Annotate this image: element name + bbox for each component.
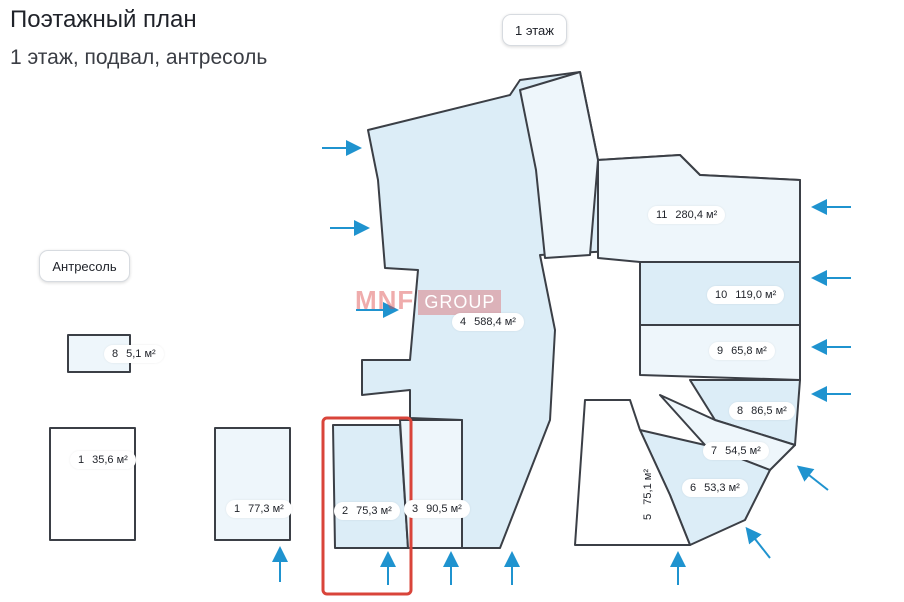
room-3-area [399,419,463,549]
corridor [519,71,599,259]
room-2-area [332,424,409,549]
floor-selector-button[interactable]: 1 этаж [502,14,567,46]
page-subtitle: 1 этаж, подвал, антресоль [10,46,268,69]
page-title: Поэтажный план [10,6,197,33]
room-1a-area [49,427,136,541]
room-label-vertical[interactable]: 5 75,1 м² [640,464,656,525]
room-5-area [574,399,691,546]
room-1b-area [214,427,291,541]
mezzanine-label: Антресоль [39,250,130,282]
